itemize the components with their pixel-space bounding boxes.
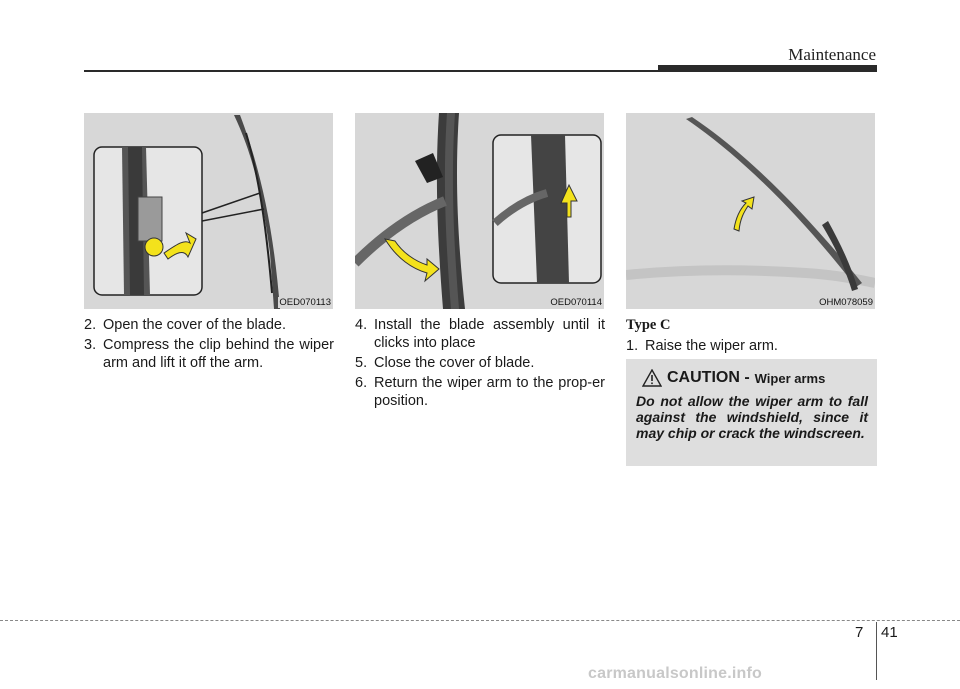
- step-item: 6. Return the wiper arm to the prop-er p…: [355, 375, 605, 409]
- instructions-column-1: 2. Open the cover of the blade. 3. Compr…: [84, 316, 334, 374]
- wiper-blade-install-illustration: [355, 113, 602, 309]
- caution-title: CAUTION -: [667, 369, 750, 386]
- figure-code: OED070114: [549, 297, 603, 308]
- instructions-column-3: Type C 1. Raise the wiper arm.: [626, 316, 876, 357]
- caution-subtitle: Wiper arms: [754, 370, 826, 386]
- instructions-column-2: 4. Install the blade assembly until it c…: [355, 316, 605, 412]
- page-number: 41: [881, 624, 898, 641]
- figure-code: OHM078059: [818, 297, 874, 308]
- figure-open-blade-cover: OED070113: [84, 113, 333, 309]
- caution-box: CAUTION - Wiper arms Do not allow the wi…: [626, 359, 877, 466]
- step-item: 4. Install the blade assembly until it c…: [355, 317, 605, 351]
- figure-code: OED070113: [278, 297, 332, 308]
- step-item: 5. Close the cover of blade.: [355, 355, 535, 371]
- wiper-arm-raise-illustration: [626, 117, 875, 291]
- step-item: 1. Raise the wiper arm.: [626, 338, 778, 354]
- footer-divider: [876, 622, 877, 680]
- header-rule-accent: [658, 65, 877, 72]
- step-item: 2. Open the cover of the blade.: [84, 317, 286, 333]
- figure-raise-wiper-arm: OHM078059: [626, 113, 875, 309]
- watermark: carmanualsonline.info: [588, 665, 763, 682]
- figure-install-blade: OED070114: [355, 113, 604, 309]
- section-title: Maintenance: [788, 45, 876, 64]
- type-heading: Type C: [626, 317, 671, 333]
- chapter-number: 7: [855, 624, 864, 641]
- warning-triangle-icon: [642, 369, 662, 387]
- header-rule: [84, 70, 660, 72]
- wiper-blade-illustration: [93, 115, 280, 309]
- caution-header: CAUTION - Wiper arms: [642, 369, 868, 387]
- caution-text: Do not allow the wiper arm to fall again…: [636, 393, 868, 441]
- footer-rule: [0, 620, 960, 621]
- step-item: 3. Compress the clip behind the wiper ar…: [84, 337, 334, 371]
